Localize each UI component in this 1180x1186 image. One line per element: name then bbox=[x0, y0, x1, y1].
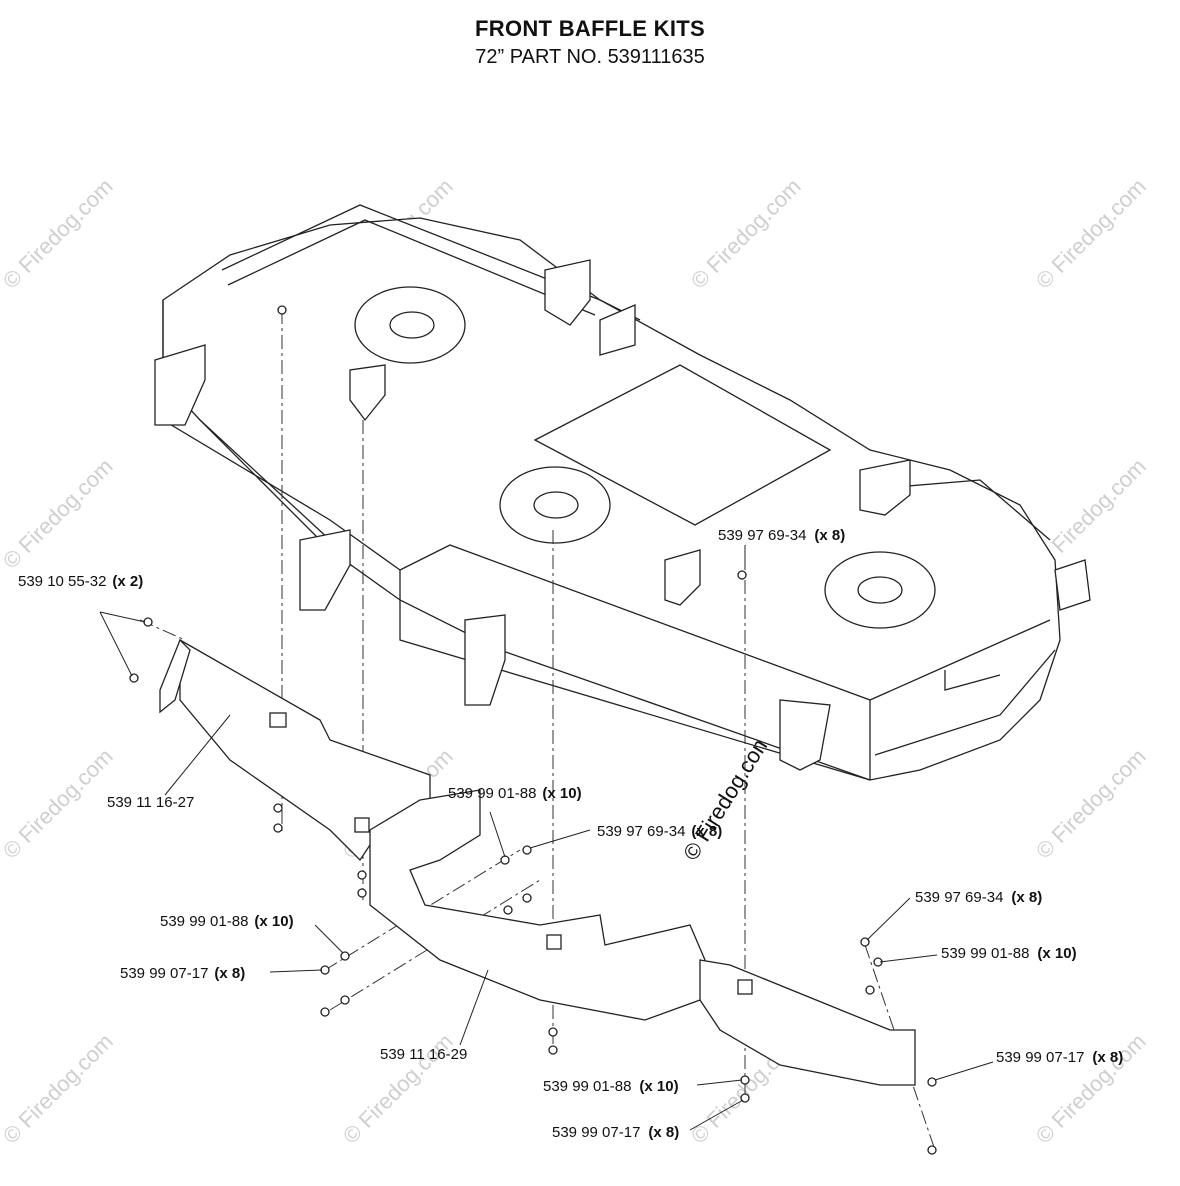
callout-539-99-01-88-center: 539 99 01-88(x 10) bbox=[448, 785, 582, 802]
callout-539-11-16-29: 539 11 16-29 bbox=[380, 1046, 467, 1063]
baffle-right-539-11-16-29 bbox=[699, 959, 916, 1086]
callout-539-99-01-88-bottom: 539 99 01-88(x 10) bbox=[543, 1078, 679, 1095]
hardware bbox=[129, 305, 937, 1155]
watermark-text: © Firedog.com bbox=[0, 454, 118, 574]
watermark-text: © Firedog.com bbox=[0, 1029, 118, 1149]
diagram-title: FRONT BAFFLE KITS bbox=[475, 16, 705, 41]
callout-539-99-01-88-left: 539 99 01-88(x 10) bbox=[160, 913, 294, 930]
mower-deck bbox=[154, 204, 1091, 781]
callout-labels: 539 10 55-32(x 2) 539 97 69-34(x 8) 539 … bbox=[18, 527, 1123, 1141]
callout-539-99-01-88-right: 539 99 01-88(x 10) bbox=[941, 945, 1077, 962]
leader-lines bbox=[99, 545, 994, 1131]
callout-539-97-69-34-center: 539 97 69-34(x 8) bbox=[597, 823, 722, 840]
callout-539-10-55-32: 539 10 55-32(x 2) bbox=[18, 573, 143, 590]
watermark-text: © Firedog.com bbox=[1031, 744, 1151, 864]
watermark-text-dark: © Firedog.com bbox=[678, 729, 776, 865]
callout-539-99-07-17-left: 539 99 07-17(x 8) bbox=[120, 965, 245, 982]
callout-539-99-07-17-bottom: 539 99 07-17(x 8) bbox=[552, 1124, 679, 1141]
watermark-text: © Firedog.com bbox=[0, 744, 118, 864]
watermark-text: © Firedog.com bbox=[0, 174, 118, 294]
watermark-text: © Firedog.com bbox=[1031, 174, 1151, 294]
callout-539-11-16-27: 539 11 16-27 bbox=[107, 794, 194, 811]
callout-539-97-69-34-top: 539 97 69-34(x 8) bbox=[718, 527, 845, 544]
baffle-center-539-11-16-29 bbox=[354, 789, 706, 1021]
diagram-subtitle: 72” PART NO. 539111635 bbox=[475, 46, 705, 68]
callout-539-97-69-34-right: 539 97 69-34(x 8) bbox=[915, 889, 1042, 906]
watermark-text: © Firedog.com bbox=[1031, 1029, 1151, 1149]
watermark-text: © Firedog.com bbox=[686, 174, 806, 294]
callout-539-99-07-17-right: 539 99 07-17(x 8) bbox=[996, 1049, 1123, 1066]
